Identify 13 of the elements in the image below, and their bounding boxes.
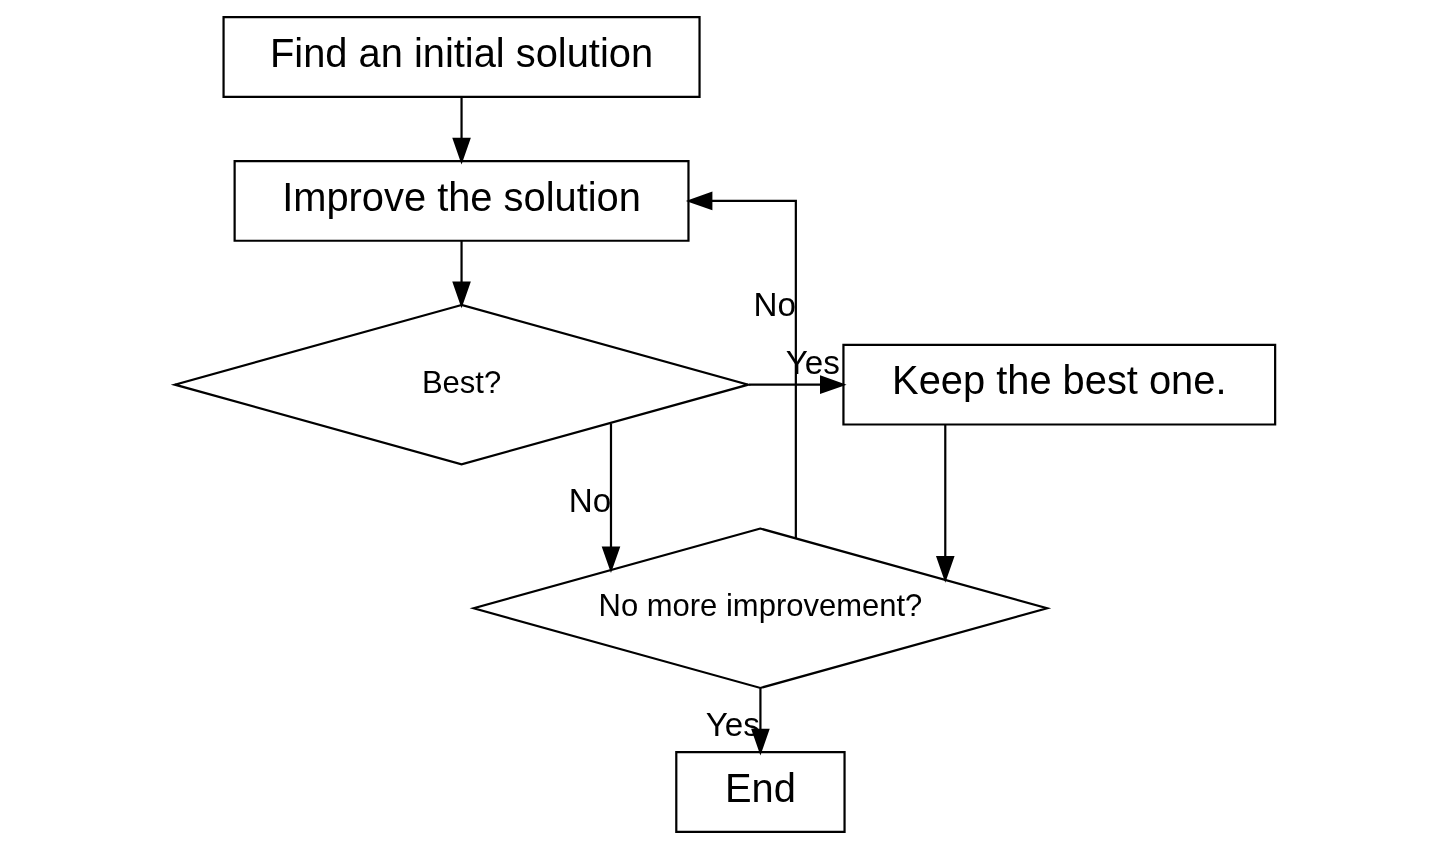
arrow [749, 375, 847, 394]
arrow [452, 240, 471, 309]
node-box: Find an initial solution [222, 16, 701, 98]
arrow [685, 191, 797, 539]
node-box: End [675, 751, 846, 833]
arrow [935, 424, 955, 583]
edge-label: No [753, 286, 797, 324]
arrow [601, 423, 621, 574]
node-box: Improve the solution [233, 159, 690, 242]
arrow [452, 97, 471, 165]
edge-label: No [568, 482, 612, 520]
node-diamond: No more improvement? [469, 527, 1052, 690]
node-box: Keep the best one. [842, 343, 1277, 426]
